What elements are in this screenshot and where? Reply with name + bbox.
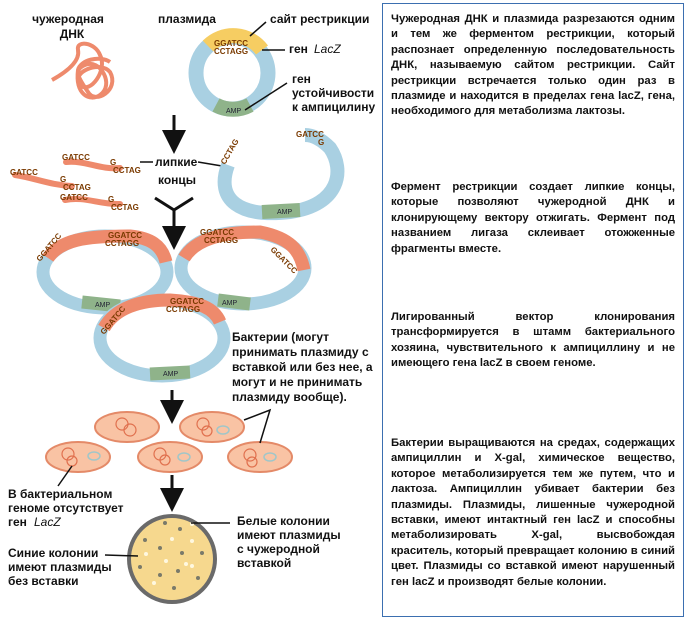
label-bacteria: вставкой или без нее, а (232, 360, 373, 374)
label-sticky-ends: липкие (155, 155, 198, 169)
seq: GATCC (10, 168, 38, 177)
seq: CCTAG (111, 203, 139, 212)
label-sticky-ends-2: концы (158, 173, 196, 187)
label-blue-colonies: без вставки (8, 574, 78, 588)
petri-dish (127, 514, 217, 604)
seq: GGATCC (200, 228, 234, 237)
seq: CCTAGG (214, 47, 248, 56)
seq: CCTAGG (204, 236, 238, 245)
seq: GATCC (60, 193, 88, 202)
plasmid: GGATCC CCTAGG AMP (188, 28, 276, 117)
label-blue-colonies: Синие колонии (8, 546, 98, 560)
label-white-colonies: Белые колонии (237, 514, 330, 528)
recombinant-plasmids (36, 225, 312, 383)
label-resistance: к ампицилину (292, 100, 376, 114)
seq: G (318, 138, 324, 147)
label-bacteria: плазмиду вообще). (232, 390, 347, 404)
seq: GGATCC (170, 297, 204, 306)
label-white-colonies: с чужеродной (237, 542, 320, 556)
paragraph-transformation: Лигированный вектор клонирования трансфо… (391, 311, 675, 370)
label-white-colonies: имеют плазмиды (237, 528, 341, 542)
join-arrow (154, 196, 194, 238)
label-gene: ген (289, 42, 308, 56)
foreign-dna-tangle (51, 41, 115, 100)
paragraph-selection: Бактерии выращиваются на средах, содержа… (391, 437, 675, 588)
label-genome: геноме отсутствует (8, 501, 124, 515)
cloning-diagram: чужеродная ДНК плазмида GGATCC CCTAGG AM… (8, 12, 376, 604)
seq: CCTAG (63, 183, 91, 192)
explanation-panel: Чужеродная ДНК и плазмида разрезаются од… (382, 3, 684, 617)
label-lacz: LacZ (314, 42, 341, 56)
amp-label: AMP (95, 302, 111, 309)
seq: CCTAGG (166, 305, 200, 314)
label-bacteria: могут и не принимать (232, 375, 362, 389)
label-resistance: устойчивости (292, 86, 374, 100)
seq: G (110, 158, 116, 167)
seq: CCTAG (219, 137, 241, 166)
amp-label: AMP (163, 371, 179, 378)
seq: GGATCC (108, 231, 142, 240)
seq: GGATCC (214, 39, 248, 48)
seq: CCTAGG (105, 239, 139, 248)
seq: GATCC (62, 153, 90, 162)
amp-label: AMP (222, 300, 238, 307)
label-restriction-site: сайт рестрикции (270, 12, 369, 26)
amp-label: AMP (226, 108, 242, 115)
label-genome: В бактериальном (8, 487, 112, 501)
dna-fragments (12, 158, 123, 208)
paragraph-ligation: Фермент рестрикции создает липкие концы,… (391, 181, 675, 255)
label-genome: ген (8, 515, 27, 529)
paragraph-restriction: Чужеродная ДНК и плазмида разрезаются од… (391, 13, 675, 118)
label-white-colonies: вставкой (237, 556, 291, 570)
label-bacteria: принимать плазмиду с (232, 345, 369, 359)
label-foreign-dna: чужеродная (32, 12, 104, 26)
label-plasmid: плазмида (158, 12, 216, 26)
seq: GATCC (296, 130, 324, 139)
bacteria-cells (45, 411, 293, 473)
seq: G (108, 195, 114, 204)
label-foreign-dna-2: ДНК (60, 27, 85, 41)
seq: G (60, 175, 66, 184)
label-bacteria: Бактерии (могут (232, 330, 329, 344)
label-resistance: ген (292, 72, 311, 86)
label-lacz: LacZ (34, 515, 61, 529)
label-blue-colonies: имеют плазмиды (8, 560, 112, 574)
seq: CCTAG (113, 166, 141, 175)
amp-label: AMP (277, 209, 293, 216)
